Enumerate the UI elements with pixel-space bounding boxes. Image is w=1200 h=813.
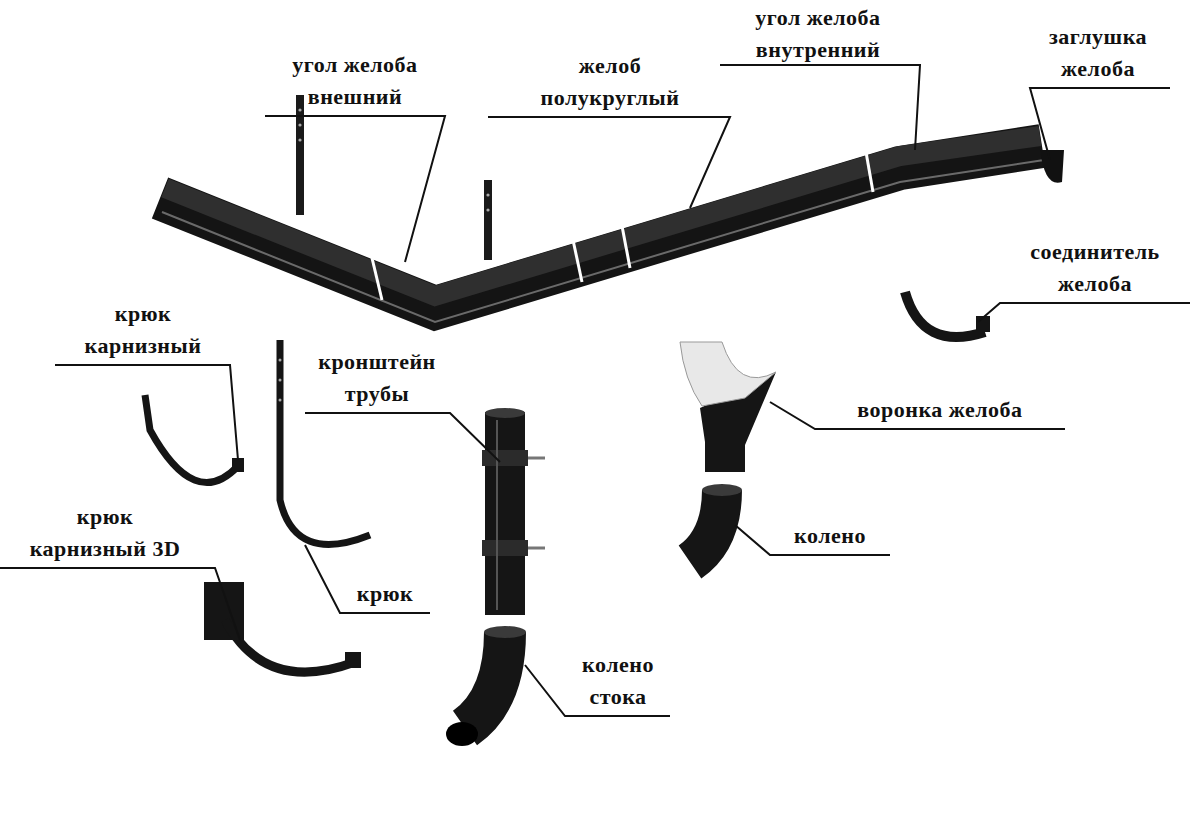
leader-lines xyxy=(0,65,1190,716)
pipe-bracket xyxy=(482,540,528,556)
funnel-insert xyxy=(680,342,776,406)
gutter-connector xyxy=(905,292,985,337)
strap-hole xyxy=(298,138,301,141)
part-label: крюк карнизный xyxy=(68,298,218,362)
hanger-straps xyxy=(296,95,492,260)
gutter-joint xyxy=(372,258,382,300)
part-label: заглушка желоба xyxy=(1023,21,1173,85)
part-label: соединитель желоба xyxy=(1005,236,1185,300)
pipe-highlight xyxy=(496,420,498,610)
strap-hole xyxy=(279,399,282,402)
elbow-outlet xyxy=(446,722,478,746)
part-label: воронка желоба xyxy=(815,394,1065,426)
strap-hole xyxy=(486,208,489,211)
hook-clip xyxy=(232,458,244,472)
leader-line xyxy=(978,303,1190,322)
leader-line xyxy=(305,413,500,462)
hanger-strap xyxy=(296,95,304,215)
leader-line xyxy=(305,545,430,613)
part-label: угол желоба внутренний xyxy=(718,2,918,66)
hanger-strap xyxy=(484,180,492,260)
eave-hook xyxy=(145,395,238,483)
part-label: угол желоба внешний xyxy=(265,49,445,113)
leader-line xyxy=(488,117,730,208)
strap-hole xyxy=(279,359,282,362)
strap-hole xyxy=(298,123,301,126)
part-label: кронштейн трубы xyxy=(305,346,450,410)
part-label: колено xyxy=(770,520,890,552)
leader-line xyxy=(265,116,445,262)
bracket-bolt xyxy=(528,547,545,550)
elbow xyxy=(690,490,722,562)
part-label: колено стока xyxy=(566,649,671,713)
hook-3d xyxy=(225,620,355,672)
gutter-joint xyxy=(866,152,873,192)
gutter-run xyxy=(160,136,1064,322)
strap-hole xyxy=(486,193,489,196)
downpipe xyxy=(485,412,525,615)
strap-hole xyxy=(279,379,282,382)
part-label: крюк карнизный 3D xyxy=(25,501,185,565)
elbow-top xyxy=(702,484,742,496)
elbow-top xyxy=(484,626,526,638)
bracket-bolt xyxy=(528,457,545,460)
strap-hole xyxy=(298,108,301,111)
gutter-body xyxy=(160,146,1042,308)
gutter-joint xyxy=(573,240,582,282)
part-label: желоб полукруглый xyxy=(530,50,690,114)
gutter-end-cap xyxy=(1040,150,1064,183)
gutter-joint xyxy=(622,226,630,268)
leader-line xyxy=(1030,88,1170,160)
leader-line xyxy=(720,65,920,150)
pipe-top xyxy=(485,408,525,418)
leader-line xyxy=(55,365,238,460)
leader-line xyxy=(0,568,240,640)
drain-elbow xyxy=(465,632,505,728)
hook-clip xyxy=(345,652,361,668)
part-label: крюк xyxy=(340,578,430,610)
